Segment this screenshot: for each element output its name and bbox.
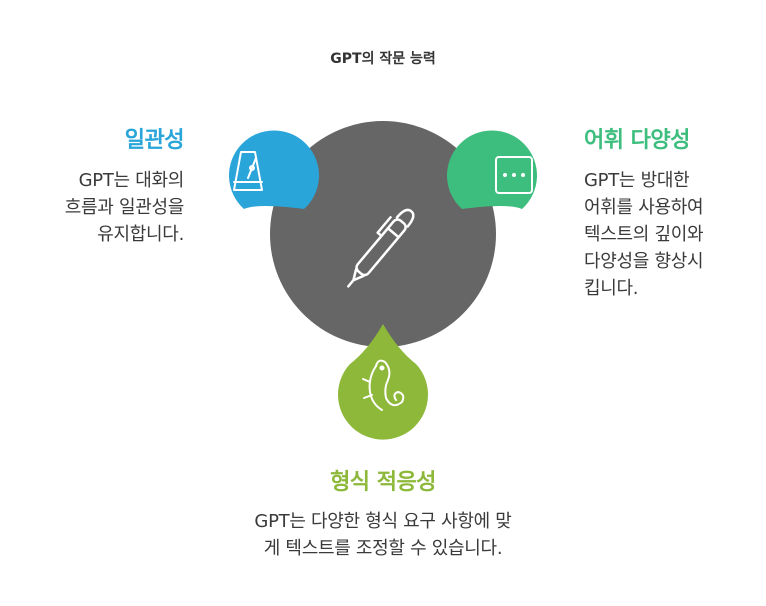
consistency-line-3: 유지합니다. xyxy=(97,224,184,245)
metronome-icon xyxy=(233,151,263,191)
consistency-line-1: GPT는 대화의 xyxy=(78,170,185,191)
adaptation-heading: 형식 적응성 xyxy=(330,470,436,495)
adaptation-line-2: 게 텍스트를 조정할 수 있습니다. xyxy=(263,538,503,559)
consistency-description: GPT는 대화의 흐름과 일관성을 유지합니다. xyxy=(64,167,185,248)
consistency-line-2: 흐름과 일관성을 xyxy=(64,197,185,218)
ellipsis-box-icon xyxy=(495,156,533,194)
diagram-title: GPT의 작문 능력 xyxy=(330,51,436,67)
vocabulary-line-4: 다양성을 향상시 xyxy=(584,251,704,272)
consistency-drop xyxy=(229,130,320,209)
vocabulary-line-5: 킵니다. xyxy=(584,278,639,299)
vocabulary-line-1: GPT는 방대한 xyxy=(584,170,690,191)
chameleon-icon xyxy=(362,359,405,411)
vocabulary-heading: 어휘 다양성 xyxy=(584,128,690,153)
vocabulary-description: GPT는 방대한 어휘를 사용하여 텍스트의 깊이와 다양성을 향상시 킵니다. xyxy=(584,167,704,302)
vocabulary-line-3: 텍스트의 깊이와 xyxy=(584,224,704,245)
adaptation-line-1: GPT는 다양한 형식 요구 사항에 맞 xyxy=(254,511,512,532)
adaptation-description: GPT는 다양한 형식 요구 사항에 맞 게 텍스트를 조정할 수 있습니다. xyxy=(0,508,766,562)
vocabulary-line-2: 어휘를 사용하여 xyxy=(584,197,704,218)
consistency-heading: 일관성 xyxy=(124,128,185,153)
adaptation-drop xyxy=(337,324,429,440)
vocabulary-drop xyxy=(447,130,537,209)
pen-icon xyxy=(347,208,415,288)
